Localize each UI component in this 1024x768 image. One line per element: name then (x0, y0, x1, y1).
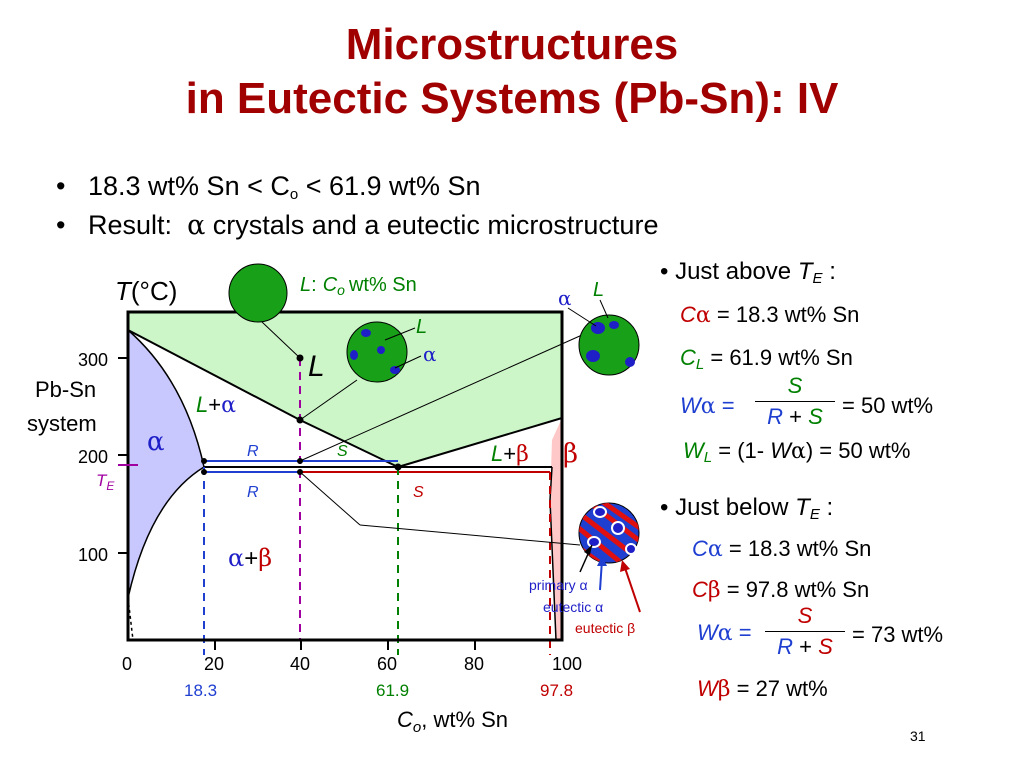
mid-l-label: L (416, 316, 427, 338)
eutectic-alpha-label: eutectic α (543, 599, 603, 615)
region-alpha-beta-label: α+β (228, 544, 272, 572)
y-tick-300: 300 (78, 350, 108, 370)
x-tick-0: 0 (122, 654, 132, 674)
below-w-alpha-value: = 73 wt% (852, 622, 944, 647)
above-c-l: CL = 61.9 wt% Sn (680, 345, 853, 373)
microstructure-liquid (228, 263, 288, 323)
x-tick-40: 40 (290, 654, 310, 674)
point-tie-below-left (201, 469, 207, 475)
microstructure-below-te (578, 502, 640, 564)
x-tick-100: 100 (552, 654, 582, 674)
region-l-beta-label: L+β (491, 441, 529, 467)
te-label: TE (96, 471, 115, 493)
point-tie-above-left (201, 458, 207, 464)
system-label-2: system (27, 411, 97, 436)
above-w-alpha-value: = 50 wt% (842, 393, 934, 418)
x-tick-20: 20 (204, 654, 224, 674)
liquid-region (128, 312, 562, 467)
tie-r-lower: R (247, 484, 259, 501)
just-below-heading: • Just below TE : (660, 494, 834, 523)
region-beta-label: β (563, 439, 578, 469)
tie-s-upper: S (337, 443, 348, 460)
y-tick-100: 100 (78, 545, 108, 565)
above-w-alpha: Wα = (680, 393, 735, 419)
region-l-alpha-label: L+α (196, 392, 236, 418)
x-mark-61-9: 61.9 (376, 681, 409, 700)
point-eutectic (394, 463, 402, 471)
just-above-heading: • Just above TE : (660, 258, 836, 287)
right-l-label: L (593, 279, 604, 301)
beta-region (550, 418, 562, 640)
above-c-alpha: Cα = 18.3 wt% Sn (680, 302, 860, 328)
tie-r-upper: R (247, 443, 259, 460)
x-mark-18-3: 18.3 (184, 681, 217, 700)
right-alpha-label: α (558, 286, 572, 310)
y-axis-label: T(°C) (115, 276, 177, 306)
tie-s-lower: S (413, 484, 424, 501)
page-number: 31 (910, 728, 926, 744)
system-label-1: Pb-Sn (35, 377, 96, 402)
below-w-alpha: Wα = (697, 620, 752, 646)
plot-frame (126, 310, 564, 642)
region-l-label: L (308, 350, 325, 383)
below-c-beta: Cβ = 97.8 wt% Sn (692, 577, 870, 603)
eutectic-beta-label: eutectic β (575, 620, 635, 636)
title-line-1: Microstructures (345, 20, 679, 69)
below-fraction: S R + S (765, 603, 845, 660)
microstructure-above-te (578, 314, 640, 376)
liquidus-right (397, 417, 563, 468)
x-axis-label: Co, wt% Sn (397, 707, 508, 736)
l-alpha-region (128, 330, 398, 467)
primary-alpha-label: primary α (529, 577, 588, 593)
bullet-result: •Result: α crystals and a eutectic micro… (56, 210, 659, 241)
above-fraction: S R + S (755, 373, 835, 430)
y-tick-200: 200 (78, 447, 108, 467)
above-w-l: WL = (1- Wα) = 50 wt% (683, 438, 911, 466)
x-tick-60: 60 (377, 654, 397, 674)
title-line-2: in Eutectic Systems (Pb-Sn): IV (185, 74, 839, 123)
below-c-alpha: Cα = 18.3 wt% Sn (692, 536, 872, 562)
slide-title: Microstructures in Eutectic Systems (Pb-… (0, 18, 1024, 126)
x-mark-97-8: 97.8 (540, 681, 573, 700)
bullet-composition: •18.3 wt% Sn < Co < 61.9 wt% Sn (56, 171, 481, 203)
x-tick-80: 80 (464, 654, 484, 674)
region-alpha-label: α (147, 427, 165, 457)
mid-alpha-label: α (423, 342, 437, 366)
below-w-beta: Wβ = 27 wt% (697, 676, 828, 702)
microstructure-l-alpha (346, 321, 408, 383)
